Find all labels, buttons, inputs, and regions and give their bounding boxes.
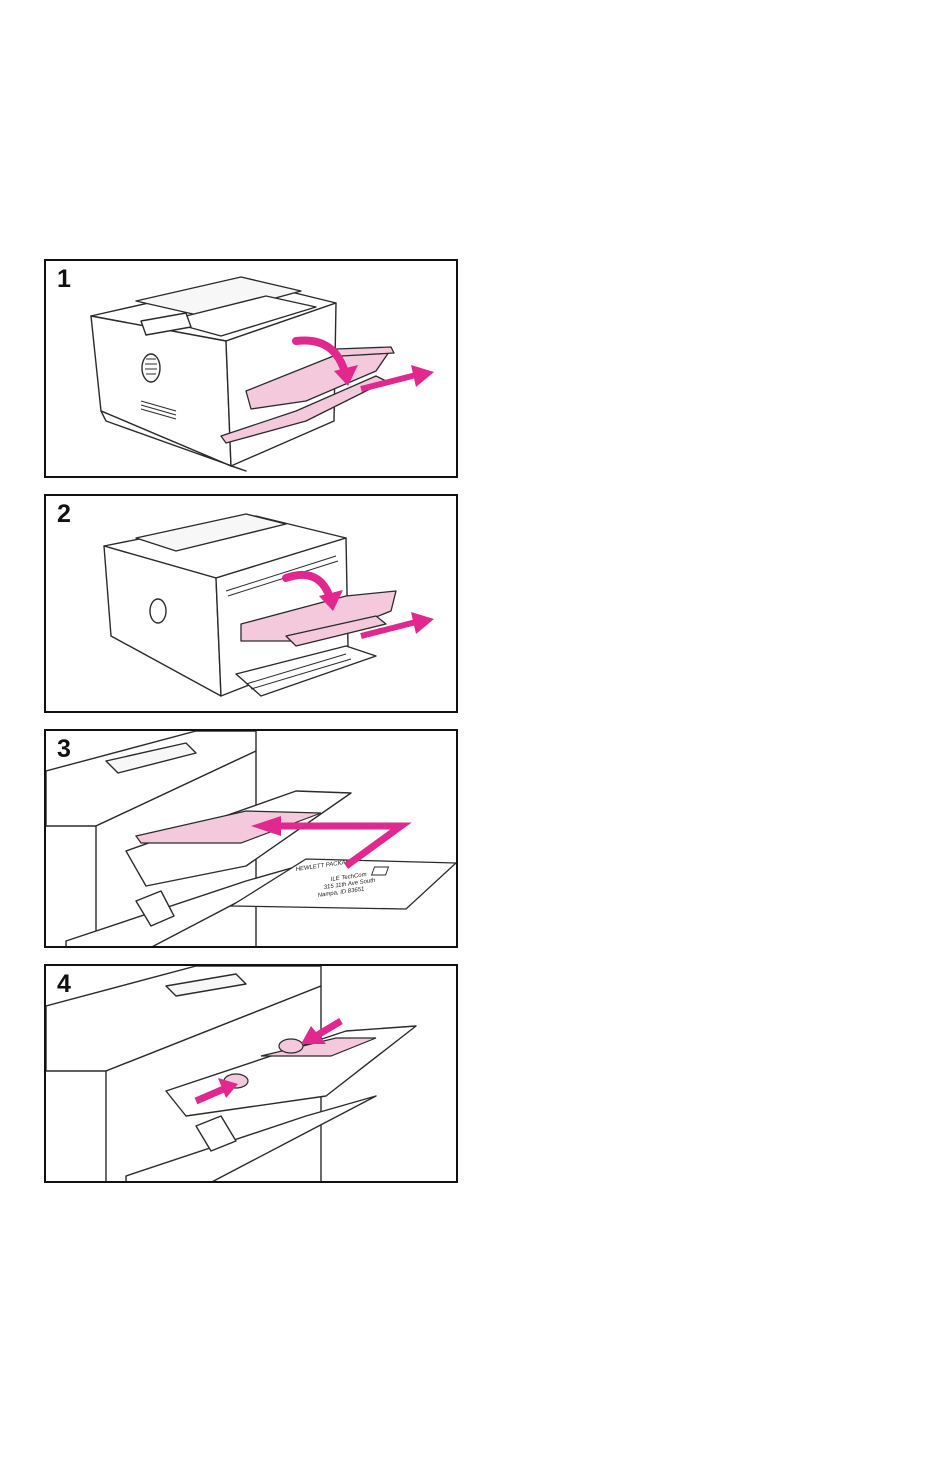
envelope-load-illustration: HEWLETT PACKARD ILE TechCom 315 11th Ave…: [46, 731, 458, 948]
step-3-panel: 3 HEWLETT PACKARD ILE TechCom 315 11th A…: [44, 729, 458, 948]
step-number: 4: [57, 972, 71, 997]
step-number: 1: [57, 267, 71, 292]
adjust-guides-illustration: [46, 966, 458, 1183]
step-1-panel: 1: [44, 259, 458, 478]
step-4-panel: 4: [44, 964, 458, 1183]
step-2-panel: 2: [44, 494, 458, 713]
printer-open-tray-illustration: [46, 261, 458, 478]
step-number: 3: [57, 737, 71, 762]
printer-rear-tray-illustration: [46, 496, 458, 713]
step-number: 2: [57, 502, 71, 527]
